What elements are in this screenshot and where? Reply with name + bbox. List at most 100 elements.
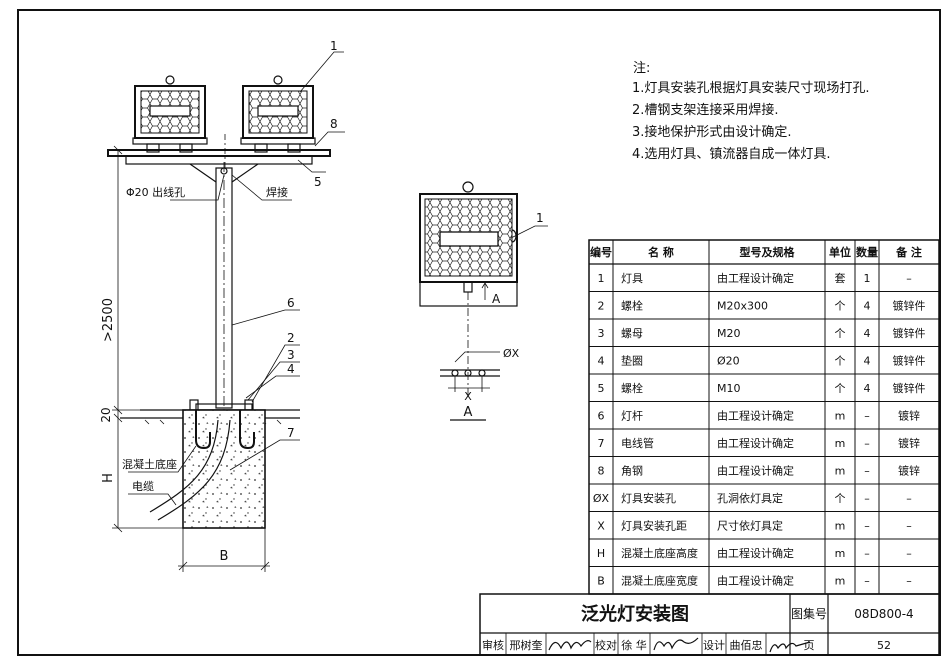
table-cell: 电线管: [621, 436, 654, 450]
table-cell: 个: [835, 354, 846, 367]
table-cell: 由工程设计确定: [717, 573, 794, 587]
notes-heading: 注:: [633, 61, 650, 76]
table-cell: –: [906, 574, 912, 587]
table-cell: 混凝土底座高度: [621, 546, 698, 560]
table-cell: 个: [835, 327, 846, 340]
table-cell: 7: [598, 437, 605, 450]
note-4: 4.选用灯具、镇流器自成一体灯具.: [632, 147, 831, 162]
table-cell: 灯具安装孔: [621, 491, 676, 505]
table-cell: 由工程设计确定: [717, 271, 794, 285]
callout-3: 3: [287, 348, 295, 362]
conduit-pipe: [149, 419, 219, 513]
angle-steel-beam: [107, 149, 331, 157]
table-cell: ØX: [593, 492, 610, 505]
sheet-border: [17, 9, 941, 656]
table-cell: 4: [864, 382, 871, 395]
table-cell: 灯具: [621, 272, 643, 285]
table-cell: Ø20: [717, 354, 740, 367]
table-cell: 螺栓: [621, 298, 643, 312]
table-cell: 3: [598, 327, 605, 340]
designer-signature: [769, 641, 811, 653]
table-cell: 由工程设计确定: [717, 408, 794, 422]
floodlight-left: [132, 75, 208, 153]
table-cell: 混凝土底座宽度: [621, 573, 698, 587]
note-1: 1.灯具安装孔根据灯具安装尺寸现场打孔.: [632, 81, 870, 96]
table-cell: –: [864, 574, 870, 587]
table-cell: 由工程设计确定: [717, 463, 794, 477]
design-label: 设计: [703, 639, 725, 652]
design-name: 曲佰忠: [730, 639, 763, 652]
table-cell: –: [864, 519, 870, 532]
callout-1: 1: [330, 39, 338, 53]
table-cell: 由工程设计确定: [717, 436, 794, 450]
table-cell: m: [835, 409, 846, 422]
table-cell: 螺栓: [621, 381, 643, 395]
note-3: 3.接地保护形式由设计确定.: [632, 124, 792, 140]
table-cell: –: [906, 547, 912, 560]
table-cell: 套: [835, 272, 846, 285]
table-cell: –: [864, 437, 870, 450]
table-cell: 镀锌件: [893, 298, 926, 312]
callout-6: 6: [287, 296, 295, 310]
page-number: 52: [877, 639, 891, 652]
table-header-cell: 备 注: [895, 245, 922, 259]
table-cell: –: [906, 519, 912, 532]
table-cell: –: [864, 547, 870, 560]
table-header-cell: 名 称: [648, 245, 674, 259]
dim-h-label: H: [101, 473, 116, 483]
table-cell: 灯具安装孔距: [621, 518, 687, 532]
notes-block: 注: 1.灯具安装孔根据灯具安装尺寸现场打孔. 2.槽钢支架连接采用焊接. 3.…: [632, 61, 870, 162]
table-cell: 镀锌件: [893, 353, 926, 367]
view-arrow-label: A: [492, 292, 501, 306]
table-cell: 个: [835, 382, 846, 395]
table-cell: 镀锌: [898, 436, 920, 450]
table-cell: m: [835, 519, 846, 532]
table-cell: 镀锌: [898, 408, 920, 422]
callout-8: 8: [330, 117, 338, 131]
table-cell: 灯杆: [621, 408, 643, 422]
table-cell: 镀锌件: [893, 381, 926, 395]
table-cell: 6: [598, 409, 605, 422]
table-cell: M10: [717, 382, 741, 395]
table-cell: 5: [598, 382, 605, 395]
dim-height-label: >2500: [101, 298, 116, 342]
table-cell: m: [835, 464, 846, 477]
weld-label: 焊接: [266, 185, 288, 199]
atlas-number: 08D800-4: [854, 607, 913, 621]
table-header-cell: 单位: [829, 245, 851, 259]
reviewer-signature: [548, 640, 592, 651]
concrete-label: 混凝土底座: [122, 457, 177, 471]
table-cell: 2: [598, 299, 605, 312]
title-block: 泛光灯安装图 图集号 08D800-4 审核 邢树奎 校对 徐 华 设计 曲佰忠…: [479, 593, 940, 656]
check-name: 徐 华: [621, 638, 647, 652]
detail-view-a: [419, 181, 548, 421]
callout-2: 2: [287, 331, 295, 345]
table-cell: 镀锌件: [893, 326, 926, 340]
atlas-label: 图集号: [791, 606, 827, 621]
check-label: 校对: [595, 638, 617, 652]
table-cell: 由工程设计确定: [717, 546, 794, 560]
review-label: 审核: [482, 638, 504, 652]
table-cell: 个: [835, 299, 846, 312]
table-cell: m: [835, 574, 846, 587]
table-cell: –: [864, 492, 870, 505]
dim-20-label: 20: [99, 407, 113, 422]
elevation-view: [107, 51, 345, 572]
table-cell: 角钢: [621, 464, 643, 477]
table-cell: 4: [864, 327, 871, 340]
table-cell: M20x300: [717, 299, 768, 312]
callout-4: 4: [287, 362, 295, 376]
table-cell: 孔洞依灯具定: [717, 491, 783, 505]
table-cell: 1: [598, 272, 605, 285]
table-cell: –: [864, 409, 870, 422]
detail-callout-1: 1: [536, 211, 544, 225]
table-cell: 4: [864, 299, 871, 312]
dim-b-label: B: [220, 549, 229, 564]
table-cell: H: [597, 547, 605, 560]
note-2: 2.槽钢支架连接采用焊接.: [632, 102, 779, 118]
table-cell: m: [835, 437, 846, 450]
table-cell: M20: [717, 327, 741, 340]
floodlight-right: [240, 75, 316, 153]
